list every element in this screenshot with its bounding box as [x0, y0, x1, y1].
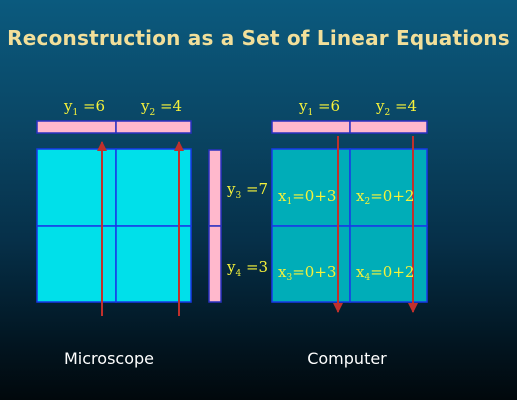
- computer-projection-bar-top-left: [271, 120, 351, 134]
- microscope-projection-bar-top-left: [36, 120, 117, 134]
- microscope-label-y4: y4 =3: [226, 258, 268, 279]
- computer-cell-label-x3: x3=0+3: [278, 263, 336, 283]
- computer-cell-4: [349, 225, 428, 303]
- computer-panel: y1 =6 y2 =4 x1=0+3 x2=0+2 x3=0+3 x4=0+2: [271, 97, 428, 313]
- microscope-label-y3: y3 =7: [226, 180, 268, 201]
- computer-caption: Computer: [307, 349, 387, 368]
- computer-cell-2: [349, 148, 428, 227]
- microscope-label-y2: y2 =4: [140, 97, 182, 118]
- microscope-cell-3: [36, 225, 117, 303]
- microscope-projection-bar-side-top: [208, 149, 222, 227]
- computer-cell-label-x2: x2=0+2: [356, 187, 414, 207]
- microscope-label-y1: y1 =6: [63, 97, 105, 118]
- microscope-projection-bar-top-right: [115, 120, 192, 134]
- computer-projection-bar-top-right: [349, 120, 428, 134]
- microscope-cell-1: [36, 148, 117, 227]
- microscope-caption: Microscope: [64, 349, 154, 368]
- computer-label-y2: y2 =4: [375, 97, 417, 118]
- microscope-panel: y1 =6 y2 =4 y3 =7 y4 =3: [36, 97, 268, 316]
- computer-label-y1: y1 =6: [298, 97, 340, 118]
- slide-title: Reconstruction as a Set of Linear Equati…: [7, 26, 510, 50]
- computer-cell-label-x1: x1=0+3: [278, 187, 336, 207]
- computer-cell-label-x4: x4=0+2: [356, 263, 414, 283]
- microscope-projection-bar-side-bottom: [208, 225, 222, 303]
